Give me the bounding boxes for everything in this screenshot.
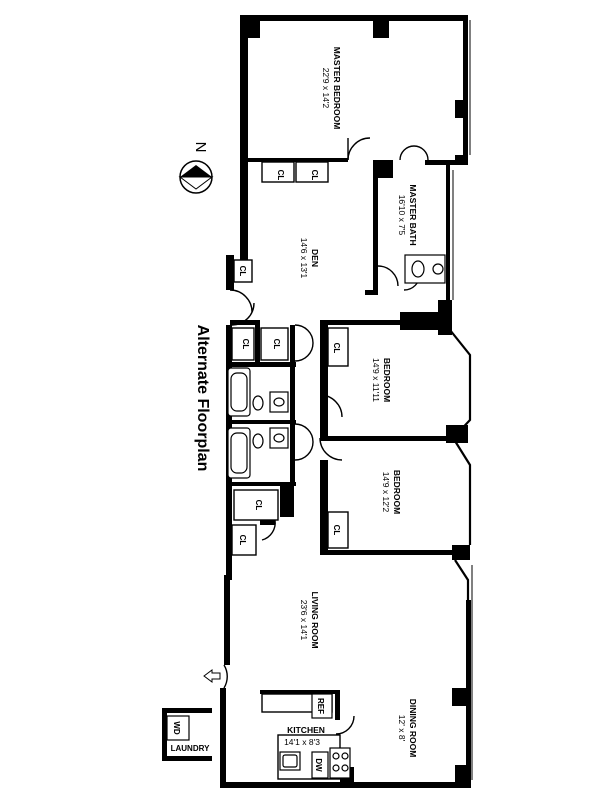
room-name: MASTER BATH [408, 184, 418, 245]
room-master-bath: MASTER BATH 16'10 x 7'5 [397, 184, 418, 245]
fixtures [166, 254, 446, 779]
closet-label: CL [310, 170, 319, 181]
washer-dryer-label: WD [172, 721, 181, 735]
refrigerator-label: REF [316, 698, 325, 714]
room-name: BEDROOM [392, 470, 402, 514]
north-compass: N [178, 142, 214, 194]
room-dimensions: 14'1 x 8'3 [284, 737, 320, 747]
room-name: MASTER BEDROOM [332, 47, 342, 130]
room-name: KITCHEN [287, 725, 325, 735]
doors [223, 137, 429, 735]
room-dimensions: 14'9 x 11'11 [371, 358, 381, 402]
room-dimensions: 23'6 x 14'1 [299, 600, 309, 641]
room-dimensions: 14'6 x 13'1 [299, 238, 309, 279]
room-kitchen: KITCHEN 14'1 x 8'3 [284, 725, 325, 747]
closet-label: CL [272, 339, 281, 350]
closet-label: CL [332, 525, 341, 536]
room-bedroom-2: BEDROOM 14'9 x 12'2 [381, 470, 402, 514]
room-dining-room: DINING ROOM 12' x 8' [397, 699, 418, 758]
room-living-room: LIVING ROOM 23'6 x 14'1 [299, 591, 320, 648]
room-den: DEN 14'6 x 13'1 [299, 238, 320, 279]
laundry-label: LAUNDRY [171, 744, 210, 753]
room-name: DINING ROOM [408, 699, 418, 758]
interior-lines [231, 20, 473, 780]
closet-labels: CL CL CL CL CL CL CL CL CL [238, 170, 341, 546]
floorplan-title: Alternate Floorplan [194, 325, 211, 472]
room-dimensions: 12' x 8' [397, 715, 407, 742]
room-master-bedroom: MASTER BEDROOM 22'9 x 14'2 [321, 47, 342, 130]
compass-needle-icon [180, 165, 212, 177]
room-dimensions: 16'10 x 7'5 [397, 195, 407, 236]
room-name: BEDROOM [382, 358, 392, 402]
entry-arrow-icon [203, 669, 221, 683]
room-dimensions: 22'9 x 14'2 [321, 68, 331, 109]
room-name: LIVING ROOM [310, 591, 320, 648]
closet-label: CL [238, 266, 247, 277]
walls [162, 15, 471, 788]
compass-north-label: N [192, 142, 209, 153]
room-name: DEN [310, 249, 320, 267]
closet-label: CL [332, 343, 341, 354]
room-dimensions: 14'9 x 12'2 [381, 472, 391, 513]
closet-label: CL [254, 500, 263, 511]
closet-label: CL [238, 535, 247, 546]
room-bedroom-1: BEDROOM 14'9 x 11'11 [371, 358, 392, 402]
closet-label: CL [276, 170, 285, 181]
dishwasher-label: DW [314, 758, 323, 772]
closet-label: CL [241, 339, 250, 350]
